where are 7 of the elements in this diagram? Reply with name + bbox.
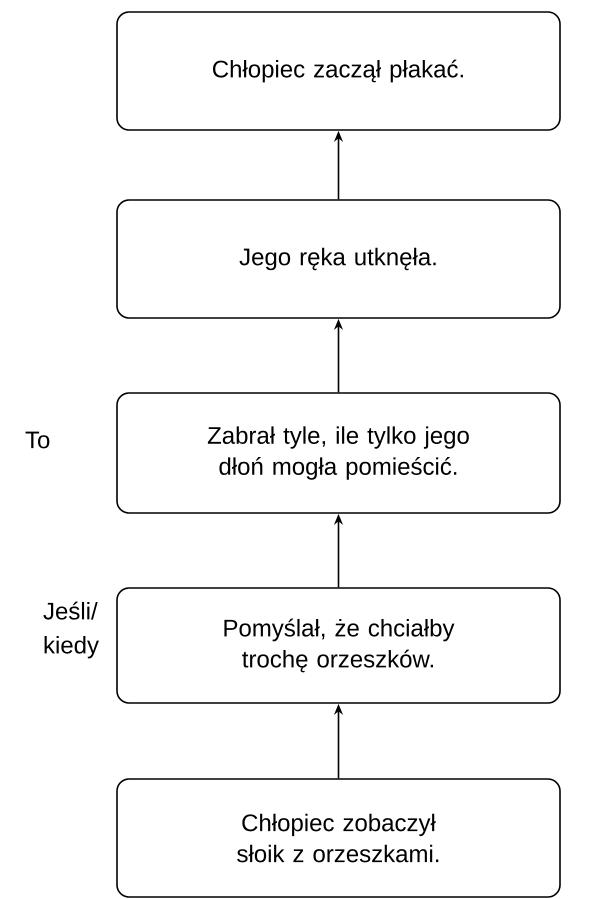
process-box: Chłopiec zaczął płakać. (116, 11, 561, 131)
process-box: Chłopiec zobaczył słoik z orzeszkami. (116, 778, 561, 898)
side-label: Jeśli/ kiedy (43, 602, 99, 658)
process-box: Jego ręka utknęła. (116, 199, 561, 319)
process-box: Pomyślał, że chciałby trochę orzeszków. (116, 587, 561, 704)
side-label: To (26, 432, 50, 448)
process-box: Zabrał tyle, ile tylko jego dłoń mogła pomieścić. (116, 392, 561, 514)
